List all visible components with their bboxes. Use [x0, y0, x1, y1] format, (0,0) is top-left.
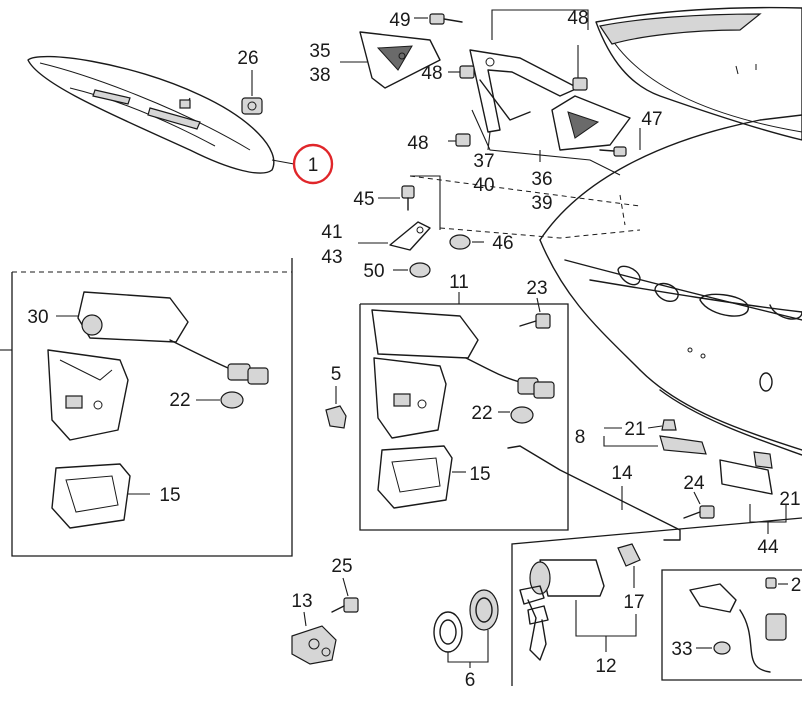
nut-part-26[interactable]	[241, 97, 263, 115]
lock-cylinder-part-12[interactable]	[527, 559, 605, 661]
callout-23: 23	[526, 278, 547, 299]
seal-part-6[interactable]	[433, 589, 499, 653]
callout-21b: 21	[779, 489, 800, 510]
bolt-part-2[interactable]	[765, 577, 777, 589]
callout-24: 24	[683, 473, 705, 494]
release-rod-part-14[interactable]	[507, 445, 681, 541]
callout-35: 35	[309, 41, 330, 62]
callout-15-left: 15	[159, 485, 180, 506]
key-part-12[interactable]	[519, 585, 549, 625]
bolt-part-49[interactable]	[429, 13, 463, 25]
bracket-part-41[interactable]	[389, 221, 431, 251]
nuts-part-48[interactable]	[455, 65, 588, 147]
callout-17: 17	[623, 592, 644, 613]
trunk-latch-left[interactable]	[47, 349, 129, 441]
trunk-latch-middle[interactable]	[373, 357, 447, 439]
callout-39: 39	[531, 193, 552, 214]
latch-cover-part-15-left[interactable]	[51, 463, 131, 529]
rear-spoiler[interactable]	[595, 6, 802, 141]
callout-11: 11	[449, 272, 469, 293]
trunk-latch-actuator-middle[interactable]	[371, 309, 555, 399]
grommet-part-22-middle[interactable]	[510, 406, 534, 424]
callout-36: 36	[531, 169, 552, 190]
callout-22-middle: 22	[471, 403, 492, 424]
right-sensor-box	[661, 569, 802, 681]
sensor-harness-part-33[interactable]	[689, 583, 787, 673]
trunk-hinge-right[interactable]	[551, 95, 631, 151]
clip-part-17[interactable]	[617, 543, 641, 567]
trunk-latch-actuator-left[interactable]	[77, 291, 269, 385]
callout-40: 40	[473, 175, 494, 196]
lock-cylinder-box	[511, 517, 802, 686]
callout-49: 49	[389, 10, 410, 31]
bolt-part-24[interactable]	[683, 505, 715, 519]
handle-part-44[interactable]	[719, 451, 773, 495]
callout-48a: 48	[567, 8, 588, 29]
callout-5: 5	[331, 364, 342, 385]
callout-1-highlight-ring	[292, 143, 334, 185]
bolt-part-25[interactable]	[331, 597, 359, 613]
grommet-part-46[interactable]	[449, 234, 471, 250]
callout-22-left: 22	[169, 390, 190, 411]
striker-part-13[interactable]	[291, 625, 337, 665]
trunk-hinge-left[interactable]	[359, 31, 441, 89]
callout-45: 45	[353, 189, 374, 210]
trunk-lid[interactable]	[539, 114, 802, 456]
callout-1[interactable]: 1	[271, 143, 334, 185]
callout-15-middle: 15	[469, 464, 490, 485]
screw-part-47[interactable]	[599, 146, 627, 157]
callout-46: 46	[492, 233, 513, 254]
light-part-8[interactable]	[659, 435, 707, 455]
callout-30: 30	[27, 307, 48, 328]
callout-48b: 48	[421, 63, 442, 84]
callout-41: 41	[321, 222, 342, 243]
high-mount-brake-light[interactable]	[27, 55, 275, 174]
callout-2: 2	[791, 575, 802, 596]
bolt-part-45[interactable]	[401, 185, 415, 211]
clip-part-5[interactable]	[325, 405, 347, 429]
callout-43: 43	[321, 247, 342, 268]
callout-26: 26	[237, 48, 258, 69]
callout-13: 13	[291, 591, 312, 612]
callout-8: 8	[575, 427, 586, 448]
bolt-part-23[interactable]	[519, 313, 551, 329]
callout-14: 14	[611, 463, 633, 484]
callout-21a: 21	[624, 419, 645, 440]
callout-47: 47	[641, 109, 662, 130]
clip-part-21[interactable]	[661, 419, 677, 431]
callout-25: 25	[331, 556, 352, 577]
callout-44: 44	[757, 537, 779, 558]
callout-37: 37	[473, 151, 494, 172]
callout-12: 12	[595, 656, 616, 677]
middle-latch-box	[359, 303, 569, 531]
callout-label: 1	[308, 155, 319, 176]
grommet-part-50[interactable]	[409, 262, 431, 278]
latch-cover-part-15-middle[interactable]	[377, 445, 453, 509]
grommet-part-22-left[interactable]	[220, 391, 244, 409]
trunk-hinge-arm[interactable]	[469, 49, 579, 133]
callout-50: 50	[363, 261, 384, 282]
callout-38: 38	[309, 65, 330, 86]
callout-33: 33	[671, 639, 692, 660]
callout-48c: 48	[407, 133, 428, 154]
callout-6: 6	[465, 670, 476, 691]
left-latch-box	[0, 258, 293, 557]
